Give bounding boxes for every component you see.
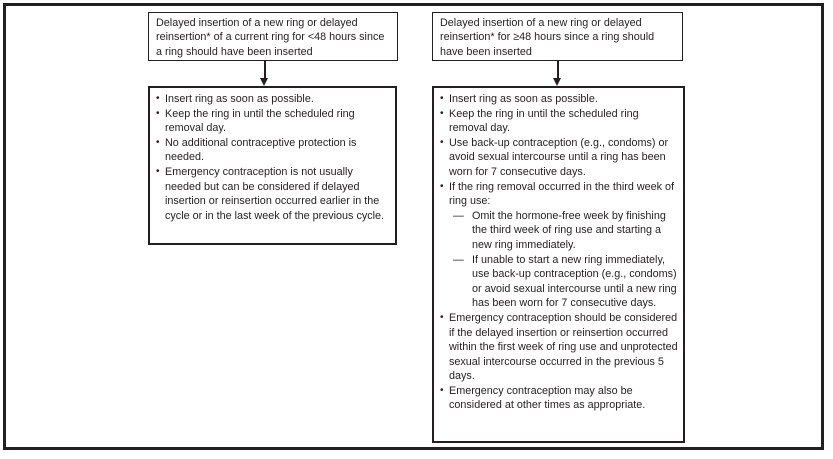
list-item: • If the ring removal occurred in the th… xyxy=(440,180,678,209)
list-marker: • xyxy=(440,180,444,192)
list-item: • Keep the ring in until the scheduled r… xyxy=(440,107,678,136)
list-marker: • xyxy=(156,107,160,119)
list-marker: — xyxy=(453,253,464,266)
list-item: • Emergency contraception may also be co… xyxy=(440,384,678,413)
list-marker: • xyxy=(440,311,444,323)
list-item-text: Emergency contraception may also be cons… xyxy=(449,384,646,412)
list-marker: • xyxy=(440,136,444,148)
list-marker: • xyxy=(440,384,444,396)
list-marker: — xyxy=(453,209,464,222)
list-item-text: Keep the ring in until the scheduled rin… xyxy=(449,107,639,135)
flow-arrowhead-48h-or-more xyxy=(553,78,561,86)
list-item-text: Keep the ring in until the scheduled rin… xyxy=(165,107,355,135)
list-item-text: Emergency contraception should be consid… xyxy=(449,311,678,383)
list-item-text: Emergency contraception is not usually n… xyxy=(165,165,385,222)
list-item-text: If the ring removal occurred in the thir… xyxy=(449,180,675,208)
list-item-text: Omit the hormone-free week by finishing … xyxy=(472,209,666,251)
recommendations-box-under-48h: • Insert ring as soon as possible. • Kee… xyxy=(148,86,397,245)
flow-arrow-under-48h xyxy=(264,61,266,80)
list-item-text: Insert ring as soon as possible. xyxy=(449,93,598,105)
list-item: • No additional contraceptive protection… xyxy=(156,136,390,165)
condition-box-under-48h: Delayed insertion of a new ring or delay… xyxy=(148,12,398,61)
list-item: — Omit the hormone-free week by finishin… xyxy=(440,209,678,253)
list-item: • Emergency contraception is not usually… xyxy=(156,165,390,223)
list-item-text: Insert ring as soon as possible. xyxy=(165,93,314,105)
list-marker: • xyxy=(156,136,160,148)
list-item-text: If unable to start a new ring immediatel… xyxy=(472,253,677,310)
list-item: • Insert ring as soon as possible. xyxy=(440,92,678,107)
list-item: • Keep the ring in until the scheduled r… xyxy=(156,107,390,136)
list-item: • Emergency contraception should be cons… xyxy=(440,311,678,384)
outer-border-frame xyxy=(3,3,824,450)
list-item-text: Use back-up contraception (e.g., condoms… xyxy=(449,136,669,178)
list-marker: • xyxy=(156,93,160,104)
list-marker: • xyxy=(440,93,444,104)
condition-text-48h-or-more: Delayed insertion of a new ring or delay… xyxy=(440,17,655,58)
recommendations-box-48h-or-more: • Insert ring as soon as possible. • Kee… xyxy=(432,86,685,443)
condition-text-under-48h: Delayed insertion of a new ring or delay… xyxy=(156,17,385,58)
flow-arrow-48h-or-more xyxy=(557,61,559,80)
list-marker: • xyxy=(156,165,160,177)
list-marker: • xyxy=(440,107,444,119)
flow-arrowhead-under-48h xyxy=(260,78,268,86)
list-item: • Insert ring as soon as possible. xyxy=(156,92,390,107)
list-item: — If unable to start a new ring immediat… xyxy=(440,253,678,311)
condition-box-48h-or-more: Delayed insertion of a new ring or delay… xyxy=(432,12,683,61)
list-item: • Use back-up contraception (e.g., condo… xyxy=(440,136,678,180)
list-item-text: No additional contraceptive protection i… xyxy=(165,136,357,164)
